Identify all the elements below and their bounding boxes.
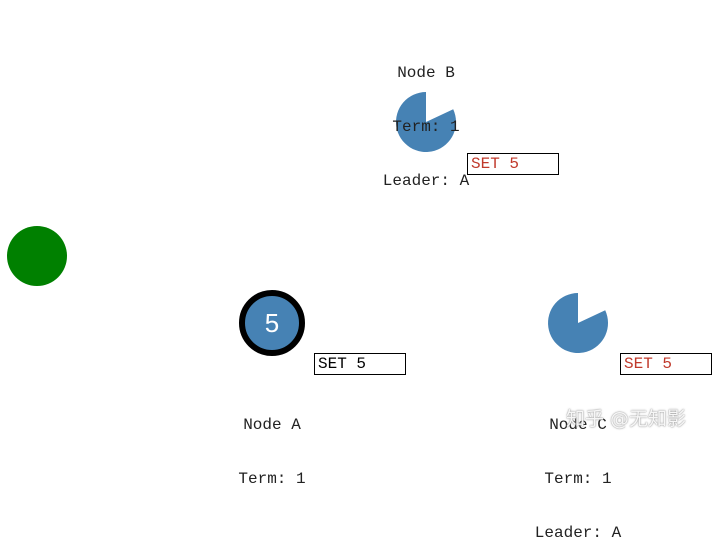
- node-b-label: Node B Term: 1 Leader: A: [366, 28, 486, 208]
- node-b-log-entry[interactable]: SET 5: [467, 153, 559, 175]
- node-c-log-entry[interactable]: SET 5: [620, 353, 712, 375]
- node-a-name: Node A: [243, 416, 301, 434]
- node-a-value: 5: [265, 308, 279, 338]
- node-c[interactable]: [548, 293, 609, 354]
- node-c-election-timer: [548, 293, 609, 354]
- zhihu-watermark: 知乎 @无知影: [566, 408, 687, 430]
- node-a-leader-ring: [239, 290, 305, 356]
- node-b-election-timer: [396, 92, 457, 153]
- node-a-label: Node A Term: 1: [212, 380, 332, 506]
- node-a[interactable]: 5: [239, 290, 305, 356]
- node-c-term: Term: 1: [544, 470, 612, 488]
- node-b-leader: Leader: A: [382, 172, 470, 190]
- node-a-term: Term: 1: [238, 470, 306, 488]
- node-b-term: Term: 1: [392, 118, 460, 136]
- client-node[interactable]: [7, 226, 67, 286]
- node-b-name: Node B: [397, 64, 455, 82]
- raft-diagram-canvas: 5: [7, 92, 609, 356]
- node-b[interactable]: [396, 92, 457, 153]
- node-c-leader: Leader: A: [534, 524, 622, 542]
- node-c-name: Node C: [549, 416, 607, 434]
- node-a-log-entry[interactable]: SET 5: [314, 353, 406, 375]
